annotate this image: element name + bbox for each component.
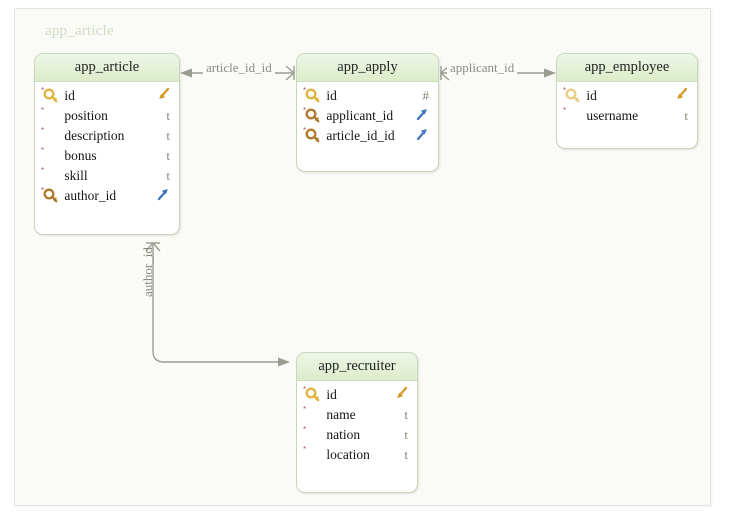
primary-key-icon	[43, 86, 58, 106]
column-name: id	[326, 88, 337, 103]
primary-key-icon	[305, 385, 320, 405]
column-row[interactable]: * location t	[297, 445, 417, 465]
not-null-marker: *	[303, 425, 307, 434]
column-row[interactable]: * name t	[297, 405, 417, 425]
column-name: id	[64, 88, 75, 103]
not-null-marker: *	[41, 166, 45, 175]
no-key-icon	[305, 425, 320, 445]
entity-table-app-employee[interactable]: app_employee * id	[556, 53, 698, 149]
entity-table-app-recruiter[interactable]: app_recruiter * id	[296, 352, 418, 493]
table-columns-app-employee: * id *	[557, 82, 697, 126]
entity-table-app-apply[interactable]: app_apply * id # *	[296, 53, 439, 172]
column-name: id	[326, 387, 337, 402]
incoming-fk-arrow-icon	[395, 386, 408, 400]
column-name: applicant_id	[326, 108, 394, 123]
no-key-icon	[305, 445, 320, 465]
column-type: t	[404, 427, 408, 442]
column-type: t	[166, 148, 170, 163]
column-row[interactable]: * applicant_id	[297, 106, 438, 126]
column-name: id	[586, 88, 597, 103]
not-null-marker: *	[41, 106, 45, 115]
no-key-icon	[305, 405, 320, 425]
column-type: t	[404, 447, 408, 462]
column-type: t	[166, 168, 170, 183]
column-name: position	[64, 108, 108, 123]
outgoing-fk-arrow-icon	[157, 187, 170, 201]
edge-label-article-id-id: article_id_id	[203, 60, 275, 76]
primary-key-icon	[305, 86, 320, 106]
foreign-key-icon	[305, 106, 320, 126]
column-row[interactable]: * bonus t	[35, 146, 179, 166]
column-row[interactable]: * id	[297, 385, 417, 405]
foreign-key-icon	[43, 186, 58, 206]
table-title-app-employee: app_employee	[557, 54, 697, 82]
not-null-marker: *	[303, 106, 307, 115]
no-key-icon	[43, 126, 58, 146]
column-row[interactable]: * author_id	[35, 186, 179, 206]
column-name: bonus	[64, 148, 97, 163]
edge-label-applicant-id: applicant_id	[447, 60, 518, 76]
incoming-fk-arrow-icon	[675, 87, 688, 101]
column-row[interactable]: * article_id_id	[297, 126, 438, 146]
column-type: t	[166, 108, 170, 123]
no-key-icon	[43, 106, 58, 126]
table-title-app-article: app_article	[35, 54, 179, 82]
outgoing-fk-arrow-icon	[416, 127, 429, 141]
table-title-app-recruiter: app_recruiter	[297, 353, 417, 381]
column-name: username	[586, 108, 639, 123]
column-row[interactable]: * id #	[297, 86, 438, 106]
table-columns-app-apply: * id # *	[297, 82, 438, 146]
column-name: skill	[64, 168, 88, 183]
not-null-marker: *	[303, 385, 307, 394]
column-name: name	[326, 407, 356, 422]
foreign-key-icon	[305, 126, 320, 146]
not-null-marker: *	[41, 86, 45, 95]
column-type: t	[404, 407, 408, 422]
entity-table-app-article[interactable]: app_article * id	[34, 53, 180, 235]
column-row[interactable]: * skill t	[35, 166, 179, 186]
column-name: description	[64, 128, 125, 143]
cluster-label: app_article	[45, 23, 114, 39]
edge-label-author-id: author_id	[140, 247, 155, 297]
not-null-marker: *	[41, 146, 45, 155]
table-columns-app-recruiter: * id *	[297, 381, 417, 465]
not-null-marker: *	[303, 126, 307, 135]
column-type: t	[166, 128, 170, 143]
outgoing-fk-arrow-icon	[416, 107, 429, 121]
column-type: t	[684, 108, 688, 123]
not-null-marker: *	[41, 186, 45, 195]
column-row[interactable]: * username t	[557, 106, 697, 126]
no-key-icon	[565, 106, 580, 126]
table-title-app-apply: app_apply	[297, 54, 438, 82]
column-name: location	[326, 447, 370, 462]
column-row[interactable]: * position t	[35, 106, 179, 126]
not-null-marker: *	[303, 405, 307, 414]
no-key-icon	[43, 166, 58, 186]
column-name: author_id	[64, 188, 117, 203]
no-key-icon	[43, 146, 58, 166]
column-type: #	[422, 88, 430, 103]
not-null-marker: *	[41, 126, 45, 135]
column-name: article_id_id	[326, 128, 395, 143]
not-null-marker: *	[303, 86, 307, 95]
not-null-marker: *	[563, 86, 567, 95]
column-row[interactable]: * description t	[35, 126, 179, 146]
not-null-marker: *	[563, 106, 567, 115]
primary-key-icon	[565, 86, 580, 106]
column-name: nation	[326, 427, 361, 442]
not-null-marker: *	[303, 445, 307, 454]
column-row[interactable]: * nation t	[297, 425, 417, 445]
table-columns-app-article: * id *	[35, 82, 179, 206]
incoming-fk-arrow-icon	[157, 87, 170, 101]
column-row[interactable]: * id	[557, 86, 697, 106]
column-row[interactable]: * id	[35, 86, 179, 106]
